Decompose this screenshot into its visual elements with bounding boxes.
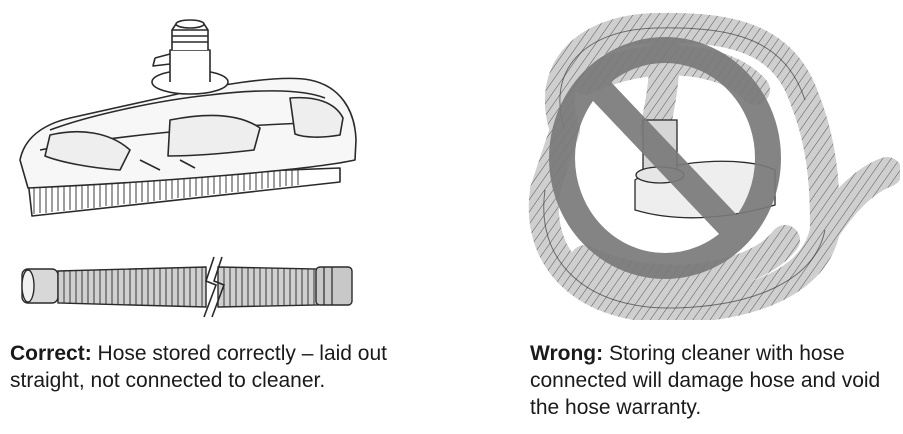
correct-text: Hose stored correctly – laid out straigh… — [10, 342, 387, 392]
wrong-panel: Wrong: Storing cleaner with hose connect… — [440, 0, 903, 434]
wrong-text: Storing cleaner with hose connected will… — [530, 342, 881, 419]
correct-caption: Correct: Hose stored correctly – laid ou… — [10, 340, 410, 394]
correct-label: Correct: — [10, 342, 92, 365]
pool-cleaner-illustration — [19, 19, 357, 217]
wrong-caption: Wrong: Storing cleaner with hose connect… — [530, 340, 902, 421]
straight-hose-illustration — [21, 256, 353, 318]
wrong-label: Wrong: — [530, 342, 604, 365]
correct-panel: Correct: Hose stored correctly – laid ou… — [0, 0, 440, 434]
prohibition-icon — [549, 37, 781, 279]
